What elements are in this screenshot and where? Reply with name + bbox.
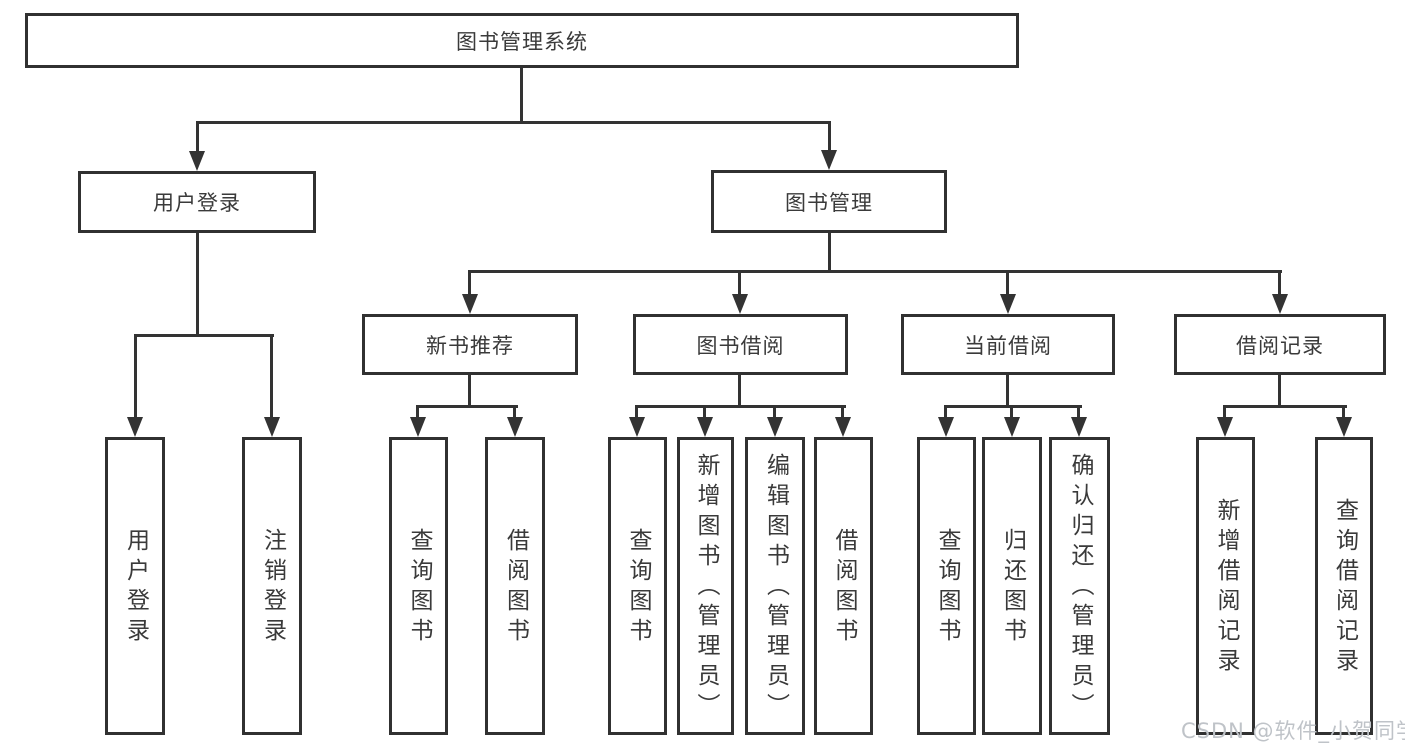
edge-book-management-rail: [468, 270, 1282, 273]
edge-to-add-borrow-record: [1223, 405, 1226, 419]
edge-current-borrow-rail: [944, 405, 1082, 408]
node-current-borrow: 当前借阅: [901, 314, 1115, 375]
node-book-borrow: 图书借阅: [633, 314, 848, 375]
edge-to-borrow-books-2: [841, 405, 844, 419]
edge-user-login-rail: [134, 334, 274, 337]
edge-root-rail: [196, 121, 831, 124]
arrow-to-add-book-admin: [697, 417, 713, 437]
edge-current-borrow-stem: [1006, 375, 1009, 408]
edge-to-query-books-3: [944, 405, 947, 419]
arrow-to-book-borrow: [732, 294, 748, 314]
arrow-to-add-borrow-record: [1217, 417, 1233, 437]
node-leaf-query-books-1: 查询图书: [389, 437, 448, 735]
edge-to-query-borrow-record: [1342, 405, 1345, 419]
node-leaf-add-borrow-record: 新增借阅记录: [1196, 437, 1255, 735]
arrow-to-current-borrow: [1000, 294, 1016, 314]
edge-user-login-stem: [196, 233, 199, 337]
node-library-management-system: 图书管理系统: [25, 13, 1019, 68]
node-leaf-query-books-3: 查询图书: [917, 437, 976, 735]
node-leaf-confirm-return-admin: 确认归还（管理员）: [1049, 437, 1110, 735]
arrow-to-query-books-1: [410, 417, 426, 437]
edge-book-management-stem: [828, 233, 831, 273]
arrow-to-borrow-books-1: [507, 417, 523, 437]
edge-to-book-borrow: [738, 270, 741, 297]
edge-to-borrow-books-1: [513, 405, 516, 419]
arrow-to-borrow-books-2: [835, 417, 851, 437]
edge-root-stem: [520, 68, 523, 122]
node-leaf-query-borrow-record: 查询借阅记录: [1315, 437, 1373, 735]
edge-root-to-book-management: [828, 121, 831, 151]
edge-root-to-user-login: [196, 121, 199, 152]
arrow-to-borrow-records: [1272, 294, 1288, 314]
node-leaf-logout: 注销登录: [242, 437, 302, 735]
edge-new-book-recommend-stem: [468, 375, 471, 408]
arrow-to-query-borrow-record: [1336, 417, 1352, 437]
edge-to-current-borrow: [1006, 270, 1009, 297]
edge-to-query-books-1: [416, 405, 419, 419]
edge-to-borrow-records: [1278, 270, 1281, 297]
arrow-to-return-book: [1004, 417, 1020, 437]
arrow-to-confirm-return-admin: [1071, 417, 1087, 437]
node-new-book-recommend: 新书推荐: [362, 314, 578, 375]
arrow-to-user-login: [189, 151, 205, 171]
arrow-to-leaf-user-login: [127, 417, 143, 437]
arrow-to-edit-book-admin: [767, 417, 783, 437]
node-leaf-borrow-books-1: 借阅图书: [485, 437, 545, 735]
edge-book-borrow-stem: [738, 375, 741, 408]
edge-to-return-book: [1010, 405, 1013, 419]
node-leaf-query-books-2: 查询图书: [608, 437, 667, 735]
csdn-watermark: CSDN @软件_小贺同学: [1181, 719, 1405, 743]
edge-to-leaf-logout: [270, 334, 273, 419]
edge-borrow-records-rail: [1223, 405, 1347, 408]
edge-new-book-recommend-rail: [416, 405, 518, 408]
node-leaf-borrow-books-2: 借阅图书: [814, 437, 873, 735]
edge-to-edit-book-admin: [773, 405, 776, 419]
node-borrow-records: 借阅记录: [1174, 314, 1386, 375]
edge-to-leaf-user-login: [134, 334, 137, 419]
edge-borrow-records-stem: [1278, 375, 1281, 408]
arrow-to-query-books-3: [938, 417, 954, 437]
arrow-to-query-books-2: [629, 417, 645, 437]
arrow-to-new-book-recommend: [462, 294, 478, 314]
edge-to-query-books-2: [635, 405, 638, 419]
node-leaf-add-book-admin: 新增图书（管理员）: [677, 437, 734, 735]
node-user-login: 用户登录: [78, 171, 316, 233]
node-leaf-return-book: 归还图书: [982, 437, 1042, 735]
node-leaf-user-login: 用户登录: [105, 437, 165, 735]
edge-book-borrow-rail: [635, 405, 846, 408]
arrow-to-leaf-logout: [264, 417, 280, 437]
arrow-to-book-management: [821, 150, 837, 170]
edge-to-confirm-return-admin: [1077, 405, 1080, 419]
edge-to-add-book-admin: [703, 405, 706, 419]
node-book-management: 图书管理: [711, 170, 947, 233]
edge-to-new-book-recommend: [468, 270, 471, 297]
node-leaf-edit-book-admin: 编辑图书（管理员）: [745, 437, 805, 735]
